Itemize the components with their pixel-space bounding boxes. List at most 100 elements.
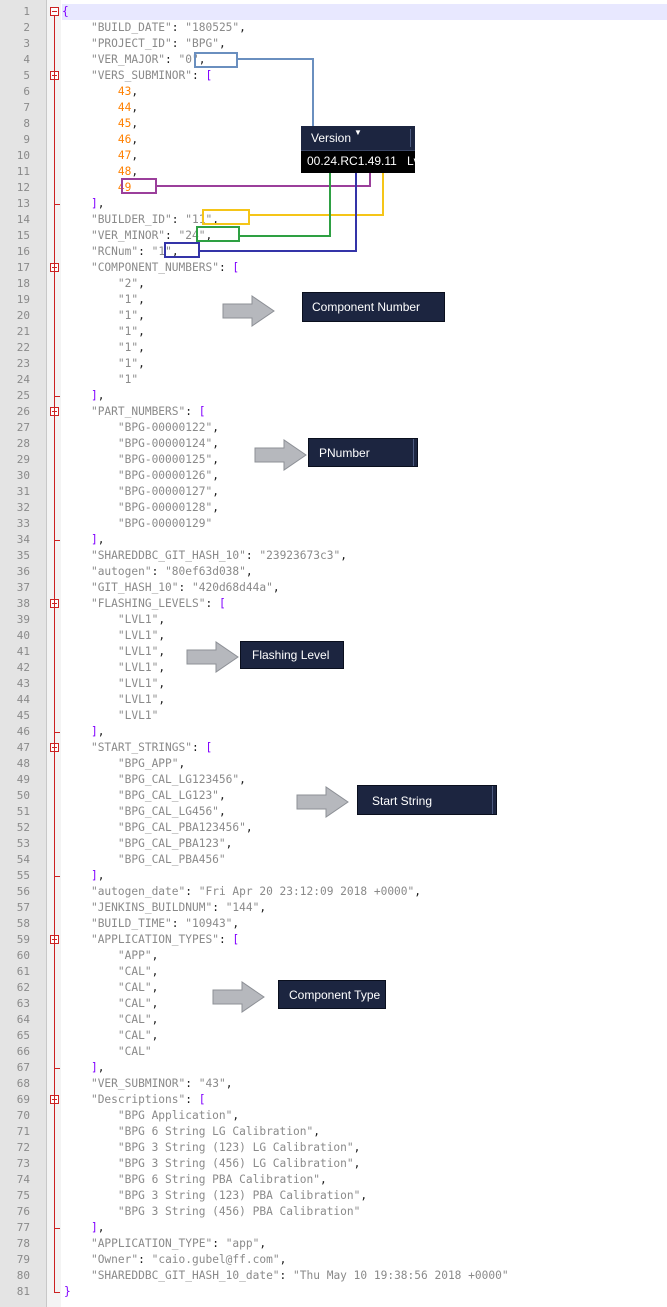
code-line[interactable]: "1",: [117, 357, 145, 370]
code-line[interactable]: }: [64, 1285, 71, 1298]
code-line[interactable]: "Descriptions": [: [90, 1093, 206, 1106]
code-line[interactable]: "COMPONENT_NUMBERS": [: [90, 261, 240, 274]
line-number: 36: [16, 565, 30, 578]
code-line[interactable]: "BPG 6 String LG Calibration",: [117, 1125, 320, 1138]
code-line[interactable]: ],: [90, 389, 105, 402]
code-line[interactable]: "1",: [117, 325, 145, 338]
code-line[interactable]: "autogen": "80ef63d038",: [90, 565, 253, 578]
code-line[interactable]: "BPG 3 String (123) LG Calibration",: [117, 1141, 361, 1154]
code-line[interactable]: "CAL",: [117, 965, 159, 978]
code-line[interactable]: "CAL",: [117, 981, 159, 994]
code-line[interactable]: "BPG_APP",: [117, 757, 186, 770]
line-number: 70: [16, 1109, 30, 1122]
code-line[interactable]: "LVL1",: [117, 629, 166, 642]
code-line[interactable]: "BPG_CAL_PBA456": [117, 853, 226, 866]
code-line[interactable]: "LVL1",: [117, 661, 166, 674]
code-line[interactable]: "CAL": [117, 1045, 152, 1058]
code-line[interactable]: 48,: [117, 165, 139, 178]
code-line[interactable]: "SHAREDDBC_GIT_HASH_10": "23923673c3",: [90, 549, 347, 562]
code-line[interactable]: "Owner": "caio.gubel@ff.com",: [90, 1253, 287, 1266]
code-line[interactable]: "PROJECT_ID": "BPG",: [90, 37, 226, 50]
line-number: 26: [16, 405, 30, 418]
code-line[interactable]: ],: [90, 869, 105, 882]
code-line[interactable]: "BPG_CAL_LG456",: [117, 805, 226, 818]
code-line[interactable]: "LVL1",: [117, 613, 166, 626]
code-line[interactable]: "APP",: [117, 949, 159, 962]
code-line[interactable]: ],: [90, 1061, 105, 1074]
code-line[interactable]: "VER_MAJOR": "0",: [90, 53, 206, 66]
line-number: 57: [16, 901, 30, 914]
code-line[interactable]: "LVL1",: [117, 645, 166, 658]
line-number: 11: [16, 165, 30, 178]
code-line[interactable]: 45,: [117, 117, 139, 130]
code-line[interactable]: "BPG Application",: [117, 1109, 240, 1122]
code-line[interactable]: "BPG-00000122",: [117, 421, 219, 434]
code-line[interactable]: ],: [90, 725, 105, 738]
code-line[interactable]: "VERS_SUBMINOR": [: [90, 69, 213, 82]
code-line[interactable]: "BPG-00000127",: [117, 485, 219, 498]
code-line[interactable]: "BUILD_DATE": "180525",: [90, 21, 246, 34]
code-line[interactable]: 46,: [117, 133, 139, 146]
code-line[interactable]: "BPG 6 String PBA Calibration",: [117, 1173, 327, 1186]
line-number: 56: [16, 885, 30, 898]
line-number: 45: [16, 709, 30, 722]
line-number: 16: [16, 245, 30, 258]
code-line[interactable]: "VER_SUBMINOR": "43",: [90, 1077, 233, 1090]
code-line[interactable]: "FLASHING_LEVELS": [: [90, 597, 226, 610]
code-line[interactable]: "BPG 3 String (456) PBA Calibration": [117, 1205, 361, 1218]
line-number: 68: [16, 1077, 30, 1090]
code-line[interactable]: "BPG-00000125",: [117, 453, 219, 466]
line-number: 64: [16, 1013, 30, 1026]
code-line[interactable]: "2",: [117, 277, 145, 290]
code-line[interactable]: "APPLICATION_TYPES": [: [90, 933, 240, 946]
fold-toggle-icon[interactable]: [50, 7, 59, 16]
code-line[interactable]: 44,: [117, 101, 139, 114]
code-line[interactable]: "LVL1",: [117, 677, 166, 690]
code-line[interactable]: "BPG_CAL_LG123456",: [117, 773, 246, 786]
code-line[interactable]: "BPG_CAL_PBA123456",: [117, 821, 253, 834]
code-line[interactable]: "APPLICATION_TYPE": "app",: [90, 1237, 267, 1250]
code-line[interactable]: "GIT_HASH_10": "420d68d44a",: [90, 581, 280, 594]
code-line[interactable]: "CAL",: [117, 1013, 159, 1026]
code-line[interactable]: "BPG_CAL_PBA123",: [117, 837, 233, 850]
code-line[interactable]: "1",: [117, 309, 145, 322]
code-line[interactable]: "1": [117, 373, 139, 386]
code-line[interactable]: "PART_NUMBERS": [: [90, 405, 206, 418]
code-line[interactable]: "1",: [117, 293, 145, 306]
line-number: 40: [16, 629, 30, 642]
code-line[interactable]: "LVL1",: [117, 693, 166, 706]
code-line[interactable]: "BPG-00000126",: [117, 469, 219, 482]
code-line[interactable]: "BPG-00000128",: [117, 501, 219, 514]
code-line[interactable]: ],: [90, 197, 105, 210]
line-number: 15: [16, 229, 30, 242]
code-line[interactable]: "CAL",: [117, 997, 159, 1010]
arrow-right-icon: [212, 981, 265, 1013]
code-line[interactable]: "BPG 3 String (456) LG Calibration",: [117, 1157, 361, 1170]
code-line[interactable]: 43,: [117, 85, 139, 98]
code-line[interactable]: ],: [90, 533, 105, 546]
code-line[interactable]: "LVL1": [117, 709, 159, 722]
code-line[interactable]: ],: [90, 1221, 105, 1234]
code-line[interactable]: "BPG-00000129": [117, 517, 213, 530]
component-type-label: Component Type: [278, 980, 386, 1009]
code-line[interactable]: "START_STRINGS": [: [90, 741, 213, 754]
code-line[interactable]: 47,: [117, 149, 139, 162]
version-panel: Version ▼ 00.24.RC1.49.11 Lv: [301, 126, 420, 173]
code-line[interactable]: "BPG 3 String (123) PBA Calibration",: [117, 1189, 368, 1202]
code-line[interactable]: "BPG-00000124",: [117, 437, 219, 450]
code-line[interactable]: "JENKINS_BUILDNUM": "144",: [90, 901, 267, 914]
line-number: 46: [16, 725, 30, 738]
start-string-label: Start String: [357, 785, 497, 815]
code-line[interactable]: "CAL",: [117, 1029, 159, 1042]
code-line[interactable]: {: [62, 4, 667, 20]
code-line[interactable]: "BUILD_TIME": "10943",: [90, 917, 240, 930]
code-line[interactable]: "RCNum": "1",: [90, 245, 179, 258]
line-number: 77: [16, 1221, 30, 1234]
code-line[interactable]: "1",: [117, 341, 145, 354]
line-number: 30: [16, 469, 30, 482]
code-line[interactable]: "BPG_CAL_LG123",: [117, 789, 226, 802]
arrow-right-icon: [222, 295, 275, 327]
code-line[interactable]: "SHAREDDBC_GIT_HASH_10_date": "Thu May 1…: [90, 1269, 509, 1282]
code-line[interactable]: "autogen_date": "Fri Apr 20 23:12:09 201…: [90, 885, 422, 898]
